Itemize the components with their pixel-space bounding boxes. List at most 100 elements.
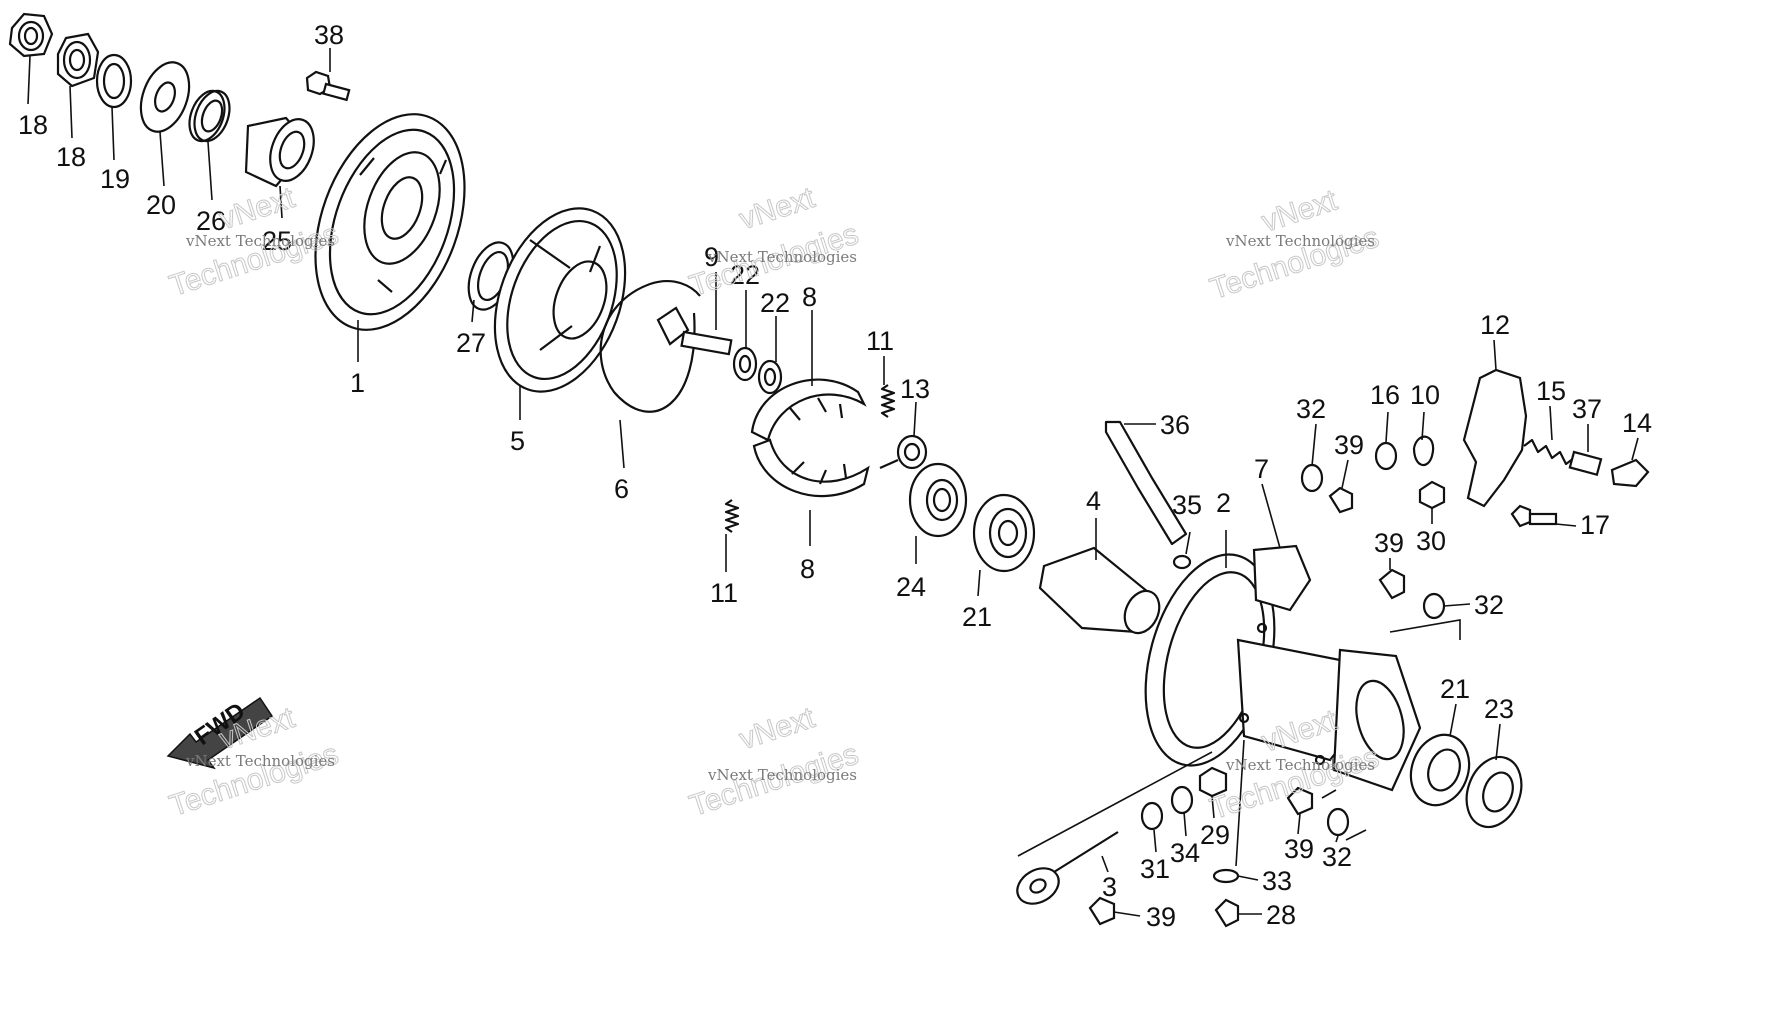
final-case-2 <box>1144 553 1422 792</box>
callout-2: 2 <box>1216 488 1231 518</box>
seal-22-a <box>732 346 758 382</box>
watermark-2: vNext Technologies <box>685 181 863 304</box>
callout-3: 3 <box>1102 872 1117 902</box>
watermark-2-line2: vNext Technologies <box>707 248 857 266</box>
callout-37: 37 <box>1572 394 1602 424</box>
callout-32-a: 32 <box>1296 394 1326 424</box>
callout-20: 20 <box>146 190 176 220</box>
callout-9: 9 <box>704 242 719 272</box>
pin-37 <box>1568 450 1603 477</box>
callout-25: 25 <box>262 226 292 256</box>
callout-27: 27 <box>456 328 486 358</box>
callout-36: 36 <box>1160 410 1190 440</box>
callout-29: 29 <box>1200 820 1230 850</box>
nut-18-a <box>8 12 54 58</box>
watermark-6-line3: Technologies <box>1206 741 1383 827</box>
callout-22-b: 22 <box>760 288 790 318</box>
washer-32-b <box>1422 592 1446 620</box>
callout-10: 10 <box>1410 380 1440 410</box>
watermark-5-line2: vNext Technologies <box>707 766 857 784</box>
spring-11-a <box>880 384 896 418</box>
callout-5: 5 <box>510 426 525 456</box>
nut-30 <box>1418 480 1446 510</box>
brake-cam-9 <box>656 306 733 356</box>
brake-arm-plate-12 <box>1462 368 1528 508</box>
callout-13: 13 <box>900 374 930 404</box>
washer-19 <box>95 53 133 109</box>
callout-23: 23 <box>1484 694 1514 724</box>
callout-12: 12 <box>1480 310 1510 340</box>
spring-clip-6 <box>599 279 701 413</box>
watermark-6-line2: vNext Technologies <box>1225 756 1375 774</box>
callout-21-b: 21 <box>1440 674 1470 704</box>
callout-11-a: 11 <box>866 326 894 356</box>
collar-25 <box>244 116 315 188</box>
washer-34 <box>1170 785 1194 815</box>
callout-35: 35 <box>1172 490 1202 520</box>
callout-32-c: 32 <box>1322 842 1352 872</box>
callout-11-b: 11 <box>710 578 738 608</box>
callout-8-b: 8 <box>800 554 815 584</box>
callout-38: 38 <box>314 20 344 50</box>
leader-lines <box>27 48 1639 917</box>
washer-32-a <box>1300 463 1324 493</box>
callout-34: 34 <box>1170 838 1200 868</box>
callout-18-a: 18 <box>18 110 48 140</box>
callout-39-c: 39 <box>1284 834 1314 864</box>
callout-1: 1 <box>350 368 365 398</box>
brake-shoes-8 <box>750 378 870 498</box>
watermark-2-line1: vNext <box>735 181 819 236</box>
bolt-17 <box>1510 504 1558 528</box>
bolt-28 <box>1214 898 1240 928</box>
bearing-24 <box>908 462 968 538</box>
watermark-3-line1: vNext <box>1258 184 1342 239</box>
callout-28: 28 <box>1266 900 1296 930</box>
adjuster-bolt-3 <box>1016 831 1119 905</box>
joint-14 <box>1610 458 1650 488</box>
spring-washer-10 <box>1412 435 1435 466</box>
callout-24: 24 <box>896 572 926 602</box>
hose-clip-35 <box>1172 554 1192 570</box>
brake-panel-1 <box>314 113 466 331</box>
callout-14: 14 <box>1622 408 1652 438</box>
nut-18-b <box>56 32 100 88</box>
callout-22-a: 22 <box>730 260 760 290</box>
callout-21-a: 21 <box>962 602 992 632</box>
callout-15: 15 <box>1536 376 1566 406</box>
callout-32-b: 32 <box>1474 590 1504 620</box>
watermark-3-line2: vNext Technologies <box>1225 232 1375 250</box>
callout-16: 16 <box>1370 380 1400 410</box>
bolt-39-d <box>1088 896 1116 926</box>
breather-hose-36 <box>1104 420 1188 546</box>
spacer-4 <box>1038 546 1161 635</box>
callout-33: 33 <box>1262 866 1292 896</box>
washer-20 <box>139 61 191 133</box>
seal-23 <box>1465 755 1523 829</box>
spring-11-b <box>724 499 740 533</box>
seal-26 <box>188 89 231 143</box>
nut-16 <box>1374 441 1398 471</box>
watermark-5-line1: vNext <box>735 701 819 756</box>
callout-4: 4 <box>1086 486 1101 516</box>
watermark-1-line2: vNext Technologies <box>185 232 335 250</box>
washer-32-c <box>1326 807 1350 837</box>
callout-39-d: 39 <box>1146 902 1176 932</box>
callout-19: 19 <box>100 164 130 194</box>
torsion-spring-13 <box>879 434 928 470</box>
nut-29 <box>1198 766 1228 798</box>
callout-6: 6 <box>614 474 629 504</box>
callout-30: 30 <box>1416 526 1446 556</box>
callout-39-a: 39 <box>1334 430 1364 460</box>
bracket-7 <box>1252 544 1312 612</box>
bearing-21-a <box>972 493 1036 573</box>
callout-7: 7 <box>1254 454 1269 484</box>
washer-33 <box>1212 868 1240 884</box>
bolt-38 <box>305 70 351 102</box>
bolt-39-c <box>1286 786 1314 816</box>
bearing-21-b <box>1409 733 1471 807</box>
bolt-39-a <box>1328 486 1354 514</box>
callout-labels: 18 18 19 20 26 25 38 1 27 5 6 9 22 22 8 … <box>18 20 1652 932</box>
callout-39-b: 39 <box>1374 528 1404 558</box>
seal-22-b <box>757 359 783 395</box>
